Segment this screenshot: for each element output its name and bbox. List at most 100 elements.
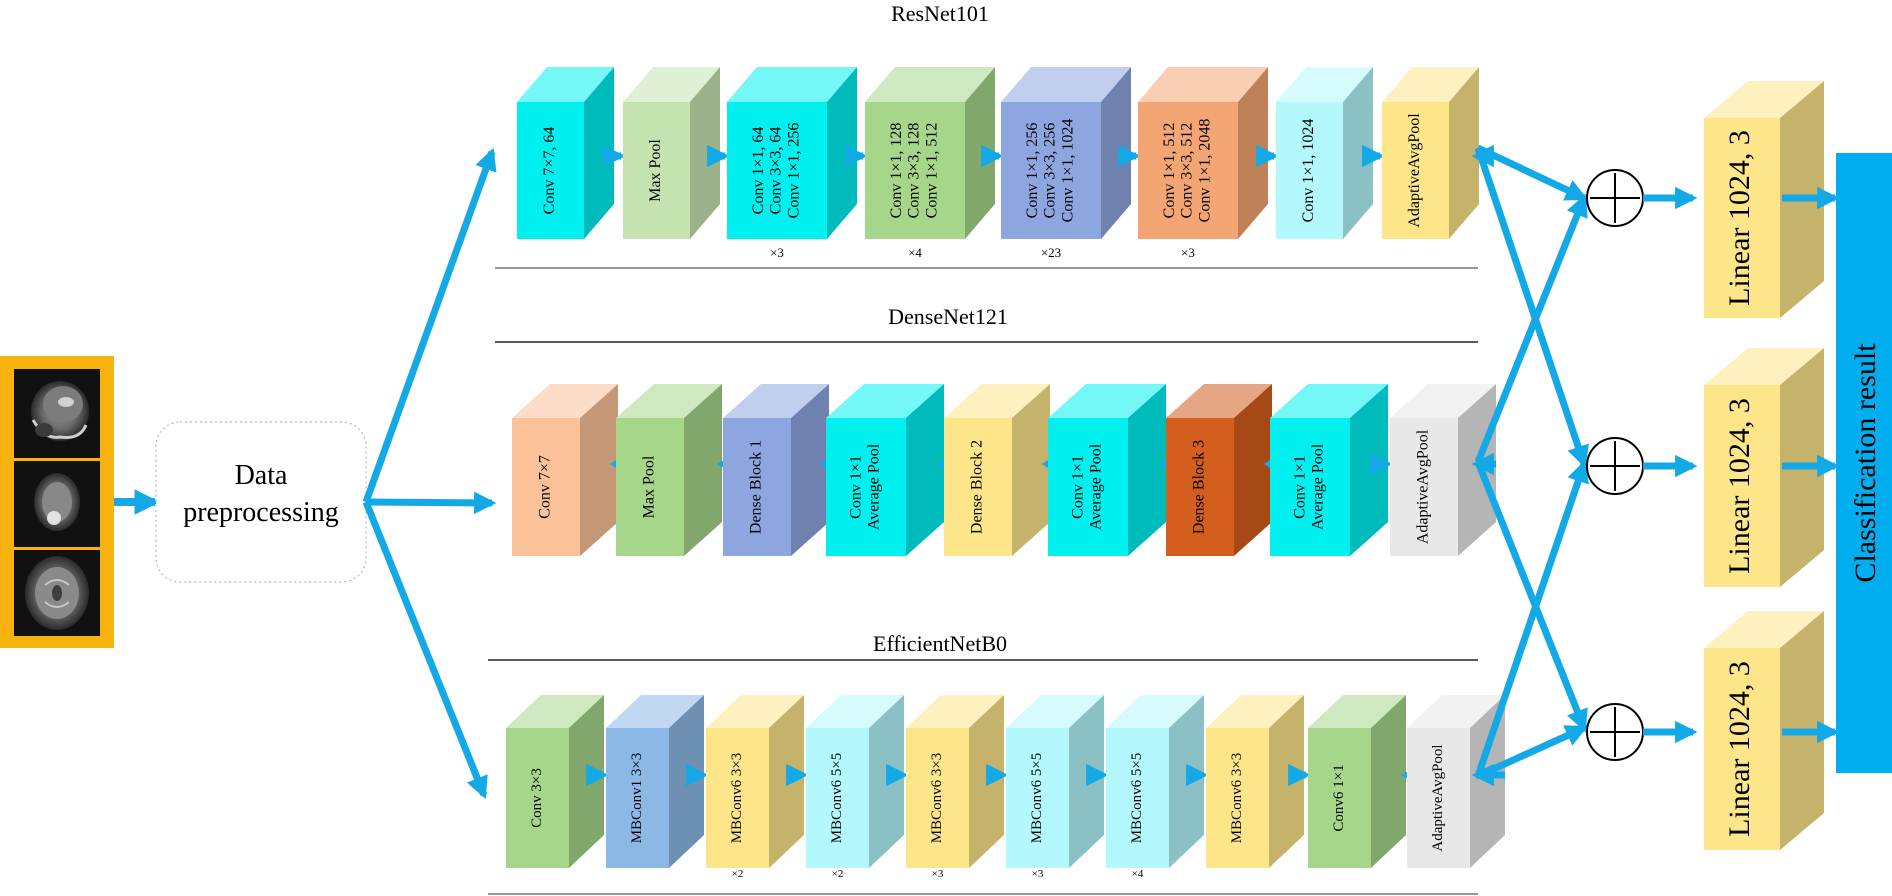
resnet-block-3-multiplier: ×3: [770, 245, 784, 260]
resnet-block-1: Conv 7×7, 64: [517, 67, 614, 239]
densenet-block-9-label-line-1: AdaptiveAvgPool: [1415, 429, 1432, 544]
input-image-strip: [0, 356, 114, 648]
densenet-block-6-label-line-2: Average Pool: [1088, 443, 1105, 530]
linear-block-2: Linear 1024, 3: [1704, 348, 1824, 587]
densenet-block-4-label-line-1: Conv 1×1: [848, 455, 865, 519]
densenet-block-2-label-line-1: Max Pool: [641, 455, 658, 518]
resnet-block-6-label-line-3: Conv 1×1, 2048: [1197, 119, 1214, 223]
efficientnet-block-6-multiplier: ×3: [1032, 868, 1044, 880]
efficientnet-block-9: Conv6 1×1: [1308, 695, 1406, 868]
efficientnet-block-4-multiplier: ×2: [832, 868, 844, 880]
densenet-block-4-label-line-2: Average Pool: [866, 443, 883, 530]
efficientnet-block-4: MBConv6 5×5: [806, 695, 904, 868]
efficientnet-title: EfficientNetB0: [873, 631, 1007, 656]
resnet-block-5-label-line-3: Conv 1×1, 1024: [1060, 119, 1077, 223]
linear-block-2-label-line-1: Linear 1024, 3: [1723, 398, 1756, 574]
resnet-block-1-label-line-1: Conv 7×7, 64: [541, 127, 558, 215]
densenet-block-5: Dense Block 2: [944, 384, 1050, 556]
fusion-node-1: [1586, 169, 1644, 227]
densenet-block-9: AdaptiveAvgPool: [1390, 384, 1496, 556]
efficientnet-block-10: AdaptiveAvgPool: [1407, 695, 1505, 868]
densenet-block-5-label-line-1: Dense Block 2: [969, 440, 986, 534]
resnet-block-4-multiplier: ×4: [908, 245, 922, 260]
fusion-connections: [1474, 144, 1589, 780]
efficientnet-block-3-multiplier: ×2: [732, 868, 744, 880]
densenet-block-3-label-line-1: Dense Block 1: [748, 440, 765, 534]
efficientnet-block-9-label-line-1: Conv6 1×1: [1331, 764, 1347, 831]
resnet-block-3-label-line-1: Conv 1×1, 64: [750, 127, 767, 215]
efficientnet-block-10-label-line-1: AdaptiveAvgPool: [1430, 744, 1446, 851]
densenet-block-8-label-line-2: Average Pool: [1310, 443, 1327, 530]
efficientnet-section: EfficientNetB0 Conv 3×3 MBConv1 3×3 MBConv…: [488, 631, 1505, 895]
preprocessing-box: Data preprocessing: [155, 421, 367, 583]
resnet-block-8-label-line-1: AdaptiveAvgPool: [1406, 113, 1423, 228]
resnet-block-2-label-line-1: Max Pool: [647, 139, 664, 202]
axial-tumor-mri-scan: [14, 461, 100, 547]
linear-to-result-arrows: [1782, 186, 1840, 744]
densenet-block-6-label-line-1: Conv 1×1: [1070, 455, 1087, 519]
efficientnet-block-3: MBConv6 3×3: [706, 695, 804, 868]
resnet-block-2: Max Pool: [623, 67, 720, 239]
resnet-block-3-label-line-2: Conv 3×3, 64: [768, 127, 785, 215]
efficientnet-block-5-multiplier: ×3: [932, 868, 944, 880]
resnet-block-6-label-line-2: Conv 3×3, 512: [1179, 123, 1196, 219]
efficientnet-block-5: MBConv6 3×3: [906, 695, 1004, 868]
resnet-block-4-label-line-2: Conv 3×3, 128: [906, 123, 923, 219]
efficientnet-block-8: MBConv6 3×3: [1206, 695, 1304, 868]
densenet-block-2: Max Pool: [616, 384, 722, 556]
resnet-section: ResNet101 Conv 7×7, 64 Max Pool Conv 1×1, …: [495, 1, 1494, 269]
efficientnet-block-7-label-line-1: MBConv6 5×5: [1129, 753, 1145, 844]
resnet-block-4-label-line-3: Conv 1×1, 512: [924, 123, 941, 219]
fusion-node-2: [1586, 437, 1644, 495]
resnet-block-6-label-line-1: Conv 1×1, 512: [1161, 123, 1178, 219]
efficientnet-block-4-label-line-1: MBConv6 5×5: [829, 753, 845, 844]
efficientnet-blocks: Conv 3×3 MBConv1 3×3 MBConv6 3×3 ×2 MBConv6 …: [506, 695, 1505, 880]
densenet-section: DenseNet121 Conv 7×7 Max Pool Dense Block …: [495, 304, 1496, 556]
preprocessing-label-line2: preprocessing: [183, 497, 339, 528]
densenet-block-1: Conv 7×7: [512, 384, 618, 556]
densenet-block-7: Dense Block 3: [1166, 384, 1272, 556]
efficientnet-block-8-label-line-1: MBConv6 3×3: [1229, 753, 1245, 844]
resnet-block-4-label-line-1: Conv 1×1, 128: [888, 123, 905, 219]
preprocessing-label-line1: Data: [235, 460, 288, 491]
resnet-block-5-label-line-1: Conv 1×1, 256: [1024, 123, 1041, 219]
classification-result-bar: Classification result: [1836, 153, 1892, 773]
resnet-block-7-label-line-1: Conv 1×1, 1024: [1300, 119, 1317, 223]
resnet-title: ResNet101: [891, 1, 989, 26]
densenet-block-8-label-line-1: Conv 1×1: [1292, 455, 1309, 519]
densenet-block-7-label-line-1: Dense Block 3: [1191, 440, 1208, 534]
efficientnet-block-3-label-line-1: MBConv6 3×3: [729, 753, 745, 844]
resnet-block-5-label-line-2: Conv 3×3, 256: [1042, 123, 1059, 219]
efficientnet-block-2-label-line-1: MBConv1 3×3: [629, 753, 645, 844]
efficientnet-block-1-label-line-1: Conv 3×3: [529, 768, 545, 828]
efficientnet-block-5-label-line-1: MBConv6 3×3: [929, 753, 945, 844]
resnet-block-3-label-line-3: Conv 1×1, 256: [786, 123, 803, 219]
sagittal-mri-scan: [14, 369, 100, 458]
efficientnet-block-7: MBConv6 5×5: [1106, 695, 1204, 868]
classification-result-label: Classification result: [1849, 343, 1882, 583]
resnet-block-8: AdaptiveAvgPool: [1382, 67, 1479, 239]
efficientnet-block-2: MBConv1 3×3: [606, 695, 704, 868]
branch-arrows: [362, 147, 497, 800]
resnet-block-5-multiplier: ×23: [1041, 245, 1061, 260]
efficientnet-block-7-multiplier: ×4: [1132, 868, 1144, 880]
linear-block-1-label-line-1: Linear 1024, 3: [1723, 130, 1756, 306]
efficientnet-block-6-label-line-1: MBConv6 5×5: [1029, 753, 1045, 844]
densenet-block-1-label-line-1: Conv 7×7: [537, 455, 554, 519]
efficientnet-block-6: MBConv6 5×5: [1006, 695, 1104, 868]
efficientnet-block-1: Conv 3×3: [506, 695, 604, 868]
fusion-node-3: [1586, 703, 1644, 761]
densenet-title: DenseNet121: [888, 304, 1008, 329]
resnet-block-7: Conv 1×1, 1024: [1276, 67, 1373, 239]
